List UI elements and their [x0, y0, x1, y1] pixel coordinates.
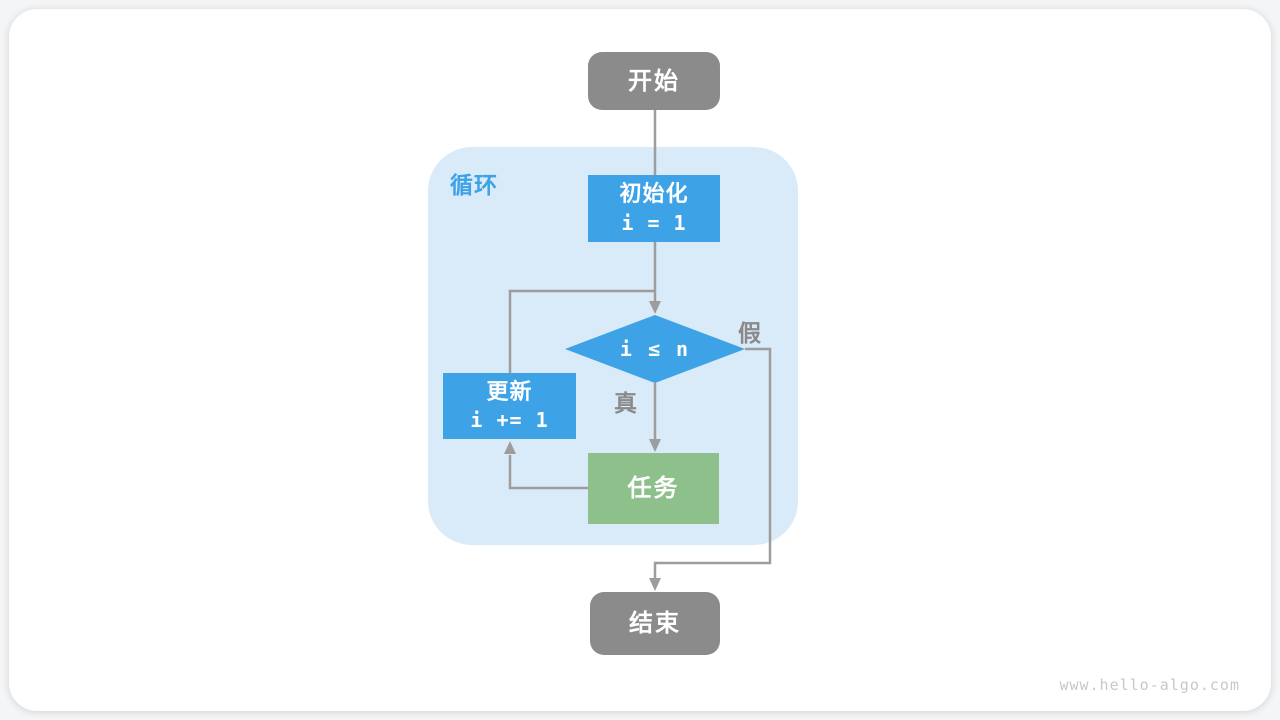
arrowhead-into-condition [649, 301, 661, 314]
node-initialize-code: i = 1 [621, 210, 687, 235]
node-task-label: 任务 [627, 474, 680, 503]
node-start-label: 开始 [628, 66, 680, 95]
node-update-title: 更新 [486, 379, 533, 405]
branch-label-false: 假 [738, 321, 761, 347]
node-initialize: 初始化 i = 1 [588, 175, 720, 242]
edge-condition-false-to-end [653, 347, 772, 580]
arrowhead-into-task [649, 439, 661, 452]
edge-update-feedback [508, 289, 656, 374]
node-end-label: 结束 [629, 609, 681, 638]
node-condition-code: i ≤ n [619, 337, 691, 361]
loop-scope-label: 循环 [450, 173, 498, 199]
site-watermark: www.hello-algo.com [1059, 676, 1240, 694]
arrowhead-into-end [649, 578, 661, 591]
node-update: 更新 i += 1 [443, 373, 576, 439]
node-start: 开始 [588, 52, 720, 110]
node-task: 任务 [588, 453, 719, 524]
branch-label-true: 真 [614, 391, 637, 417]
arrowhead-into-update [504, 441, 516, 454]
node-initialize-title: 初始化 [619, 182, 689, 208]
edge-task-to-update [508, 455, 588, 490]
node-update-code: i += 1 [470, 408, 549, 433]
node-end: 结束 [590, 592, 720, 655]
